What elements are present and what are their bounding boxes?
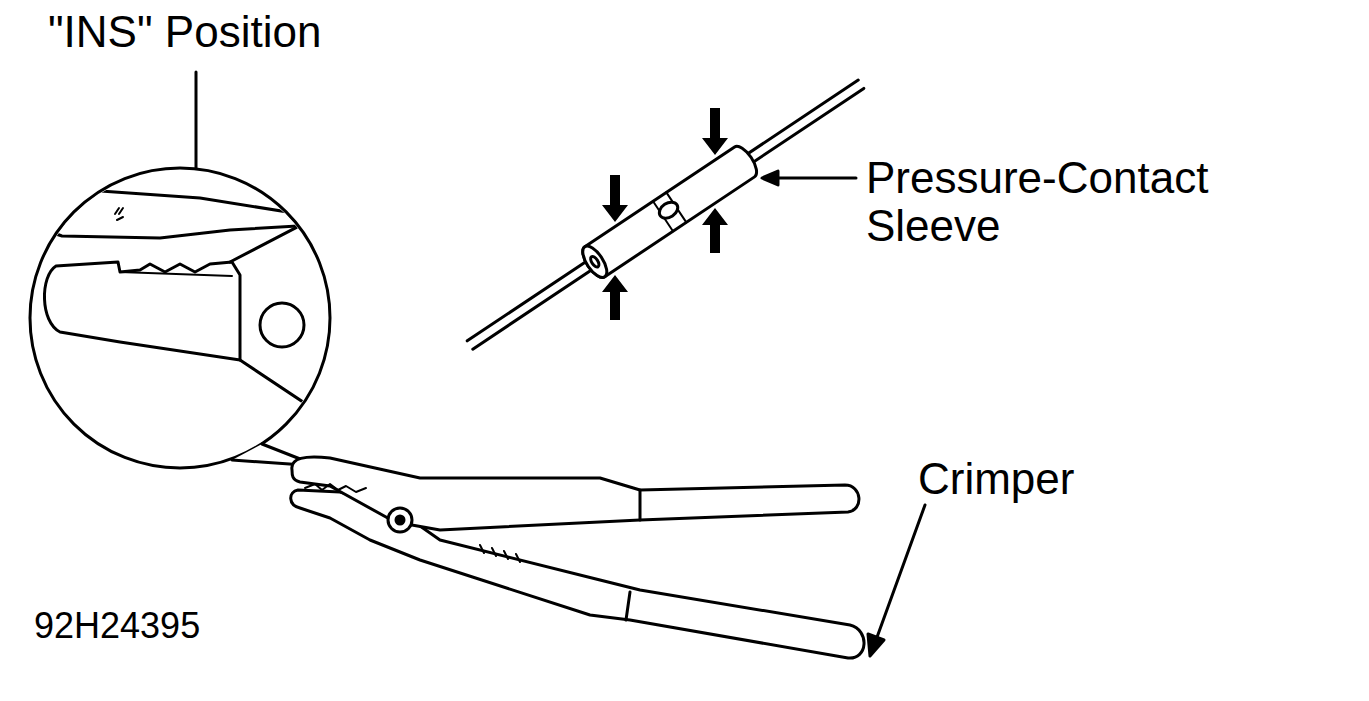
zoom-callout bbox=[30, 168, 330, 468]
leader-line bbox=[775, 177, 856, 180]
crimper-tool bbox=[291, 457, 864, 658]
leader-line bbox=[195, 72, 198, 178]
position-label: "INS" Position bbox=[48, 8, 321, 56]
figure-number: 92H24395 bbox=[34, 606, 200, 646]
arrowhead bbox=[868, 634, 884, 656]
part-name: Pressure-Contact Sleeve bbox=[866, 154, 1306, 251]
arrowhead bbox=[762, 171, 778, 185]
part-name: Crimper bbox=[918, 455, 1074, 503]
wire-with-sleeve bbox=[460, 69, 871, 360]
force-arrows bbox=[602, 108, 728, 320]
line-art bbox=[30, 69, 925, 658]
leader-line bbox=[876, 505, 925, 640]
